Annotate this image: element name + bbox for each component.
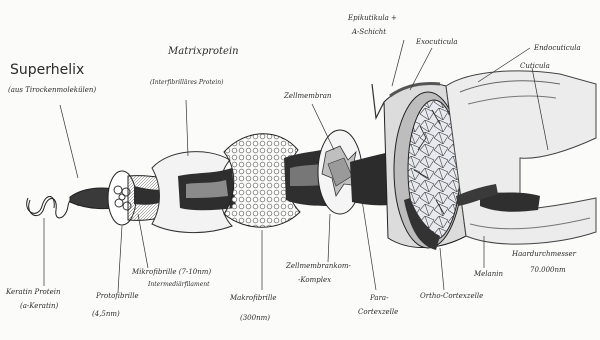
label-keratin-sub: (a-Keratin) xyxy=(20,302,58,310)
label-haardurchmesser-value: 70.000nm xyxy=(530,266,566,274)
label-cuticula: Cuticula xyxy=(520,62,550,70)
label-zellmembran: Zellmembran xyxy=(284,92,331,100)
label-matrixprotein: Matrixprotein xyxy=(168,46,239,58)
label-melanin: Melanin xyxy=(474,270,503,278)
label-zellmembrankomplex: Zellmembrankom- xyxy=(286,262,351,270)
label-paracortexzelle: Cortexzelle xyxy=(358,308,398,316)
label-zellmembrankomplex-2: -Komplex xyxy=(298,276,331,284)
label-epicuticula: Epikutikula + xyxy=(348,14,397,22)
label-makrofibrille: Makrofibrille xyxy=(230,294,277,302)
label-matrixprotein-sub: (Interfibrilläres Protein) xyxy=(150,80,223,87)
label-mikrofibrille: Mikrofibrille (7-10nm) xyxy=(132,268,211,276)
label-a-schicht: A-Schicht xyxy=(352,28,386,36)
label-orthocortexzelle: Ortho-Cortexzelle xyxy=(420,292,483,300)
label-para: Para- xyxy=(370,294,388,302)
label-intermediaerfilament: Intermediärfilament xyxy=(148,282,210,289)
label-exocuticula: Exocuticula xyxy=(416,38,458,46)
label-keratin-protein: Keratin Protein xyxy=(6,288,60,296)
label-protofibrille-size: (4,5nm) xyxy=(92,310,120,318)
label-superhelix-sub: (aus Tirockenmolekülen) xyxy=(8,86,96,94)
label-haardurchmesser: Haardurchmesser xyxy=(512,250,576,258)
label-endocuticula: Endocuticula xyxy=(534,44,581,52)
label-protofibrille: Protofibrille xyxy=(96,292,139,300)
label-superhelix: Superhelix xyxy=(10,62,84,78)
label-makrofibrille-size: (300nm) xyxy=(240,314,270,322)
